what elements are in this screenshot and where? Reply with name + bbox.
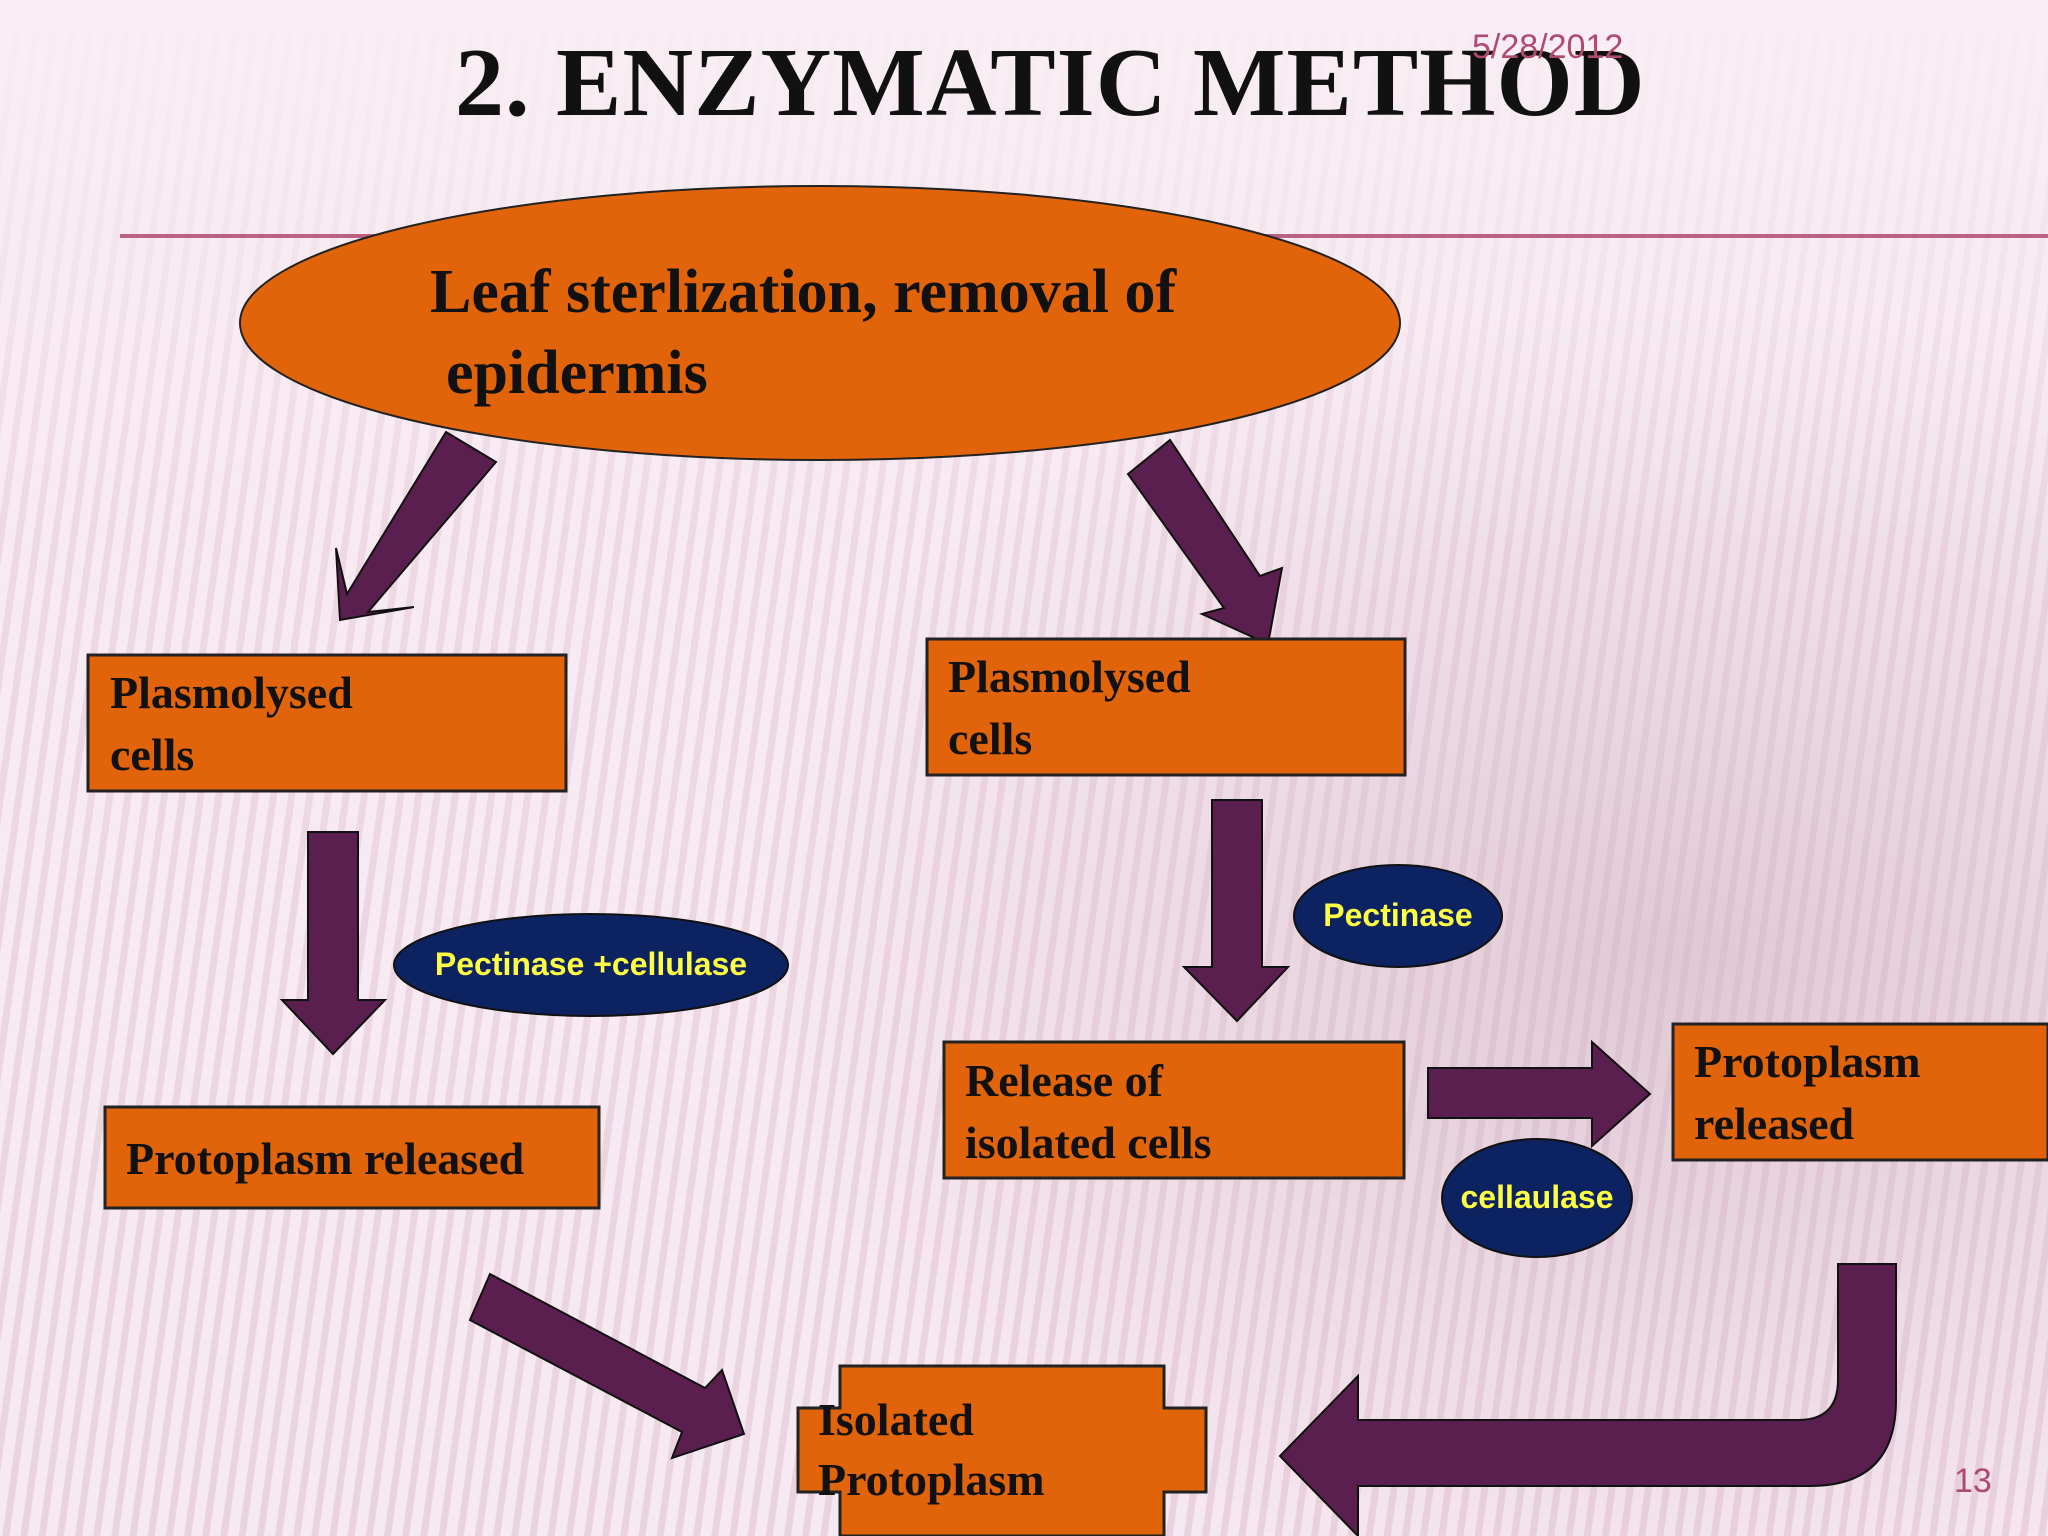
box-result (796, 1364, 1208, 1536)
page-number: 13 (1954, 1462, 1992, 1500)
left-protoplasm-label: Protoplasm released (126, 1133, 525, 1184)
arrow-left-to-result (468, 1272, 746, 1460)
box-right-protoplasm (1671, 1022, 2048, 1162)
enzyme-oval-pectinase (1293, 864, 1503, 968)
right-protoplasm-line2: released (1694, 1098, 1855, 1150)
box-left-plasmolysed (86, 653, 568, 793)
left-enzyme-label: Pectinase +cellulase (434, 946, 748, 982)
right-protoplasm-line1: Protoplasm (1694, 1036, 1921, 1087)
arrow-right-to-result (1278, 1263, 1897, 1536)
arrow-start-to-left (335, 430, 498, 622)
right-plasmolysed-line2: cells (948, 713, 1033, 765)
release-isolated-line2: isolated cells (965, 1117, 1212, 1169)
arrow-right-down (1181, 799, 1291, 1023)
right-plasmolysed-label: Plasmolysed cells (948, 646, 1191, 770)
arrow-right-across (1427, 1039, 1652, 1149)
start-ellipse (239, 185, 1401, 461)
start-label: Leaf sterlization, removal of epidermis (430, 252, 1176, 413)
right-enzyme2-label: cellaulase (1460, 1179, 1614, 1215)
right-plasmolysed-line1: Plasmolysed (948, 651, 1191, 702)
enzyme-oval-cellaulase (1441, 1138, 1633, 1258)
arrow-start-to-right (1126, 438, 1284, 646)
start-label-line1: Leaf sterlization, removal of (430, 258, 1177, 326)
box-release-isolated (942, 1040, 1406, 1180)
start-label-line2: epidermis (446, 338, 708, 407)
left-plasmolysed-label: Plasmolysed cells (110, 662, 353, 786)
release-isolated-label: Release of isolated cells (965, 1050, 1212, 1174)
arrow-left-down (279, 831, 388, 1056)
box-right-plasmolysed (925, 637, 1407, 777)
release-isolated-line1: Release of (965, 1055, 1163, 1106)
left-plasmolysed-line1: Plasmolysed (110, 667, 353, 718)
slide-date: 5/28/2012 (1472, 28, 1624, 66)
box-left-protoplasm (103, 1105, 601, 1210)
right-protoplasm-label: Protoplasm released (1694, 1031, 1921, 1155)
enzyme-oval-pectinase-cellulase (393, 913, 789, 1017)
left-plasmolysed-line2: cells (110, 729, 195, 781)
result-label: Isolated Protoplasm (818, 1390, 1045, 1510)
slide-title: 2. ENZYMATIC METHOD (455, 29, 1646, 137)
result-line2: Protoplasm (818, 1453, 1045, 1505)
right-enzyme1-label: Pectinase (1323, 897, 1473, 933)
result-line1: Isolated (818, 1394, 974, 1445)
